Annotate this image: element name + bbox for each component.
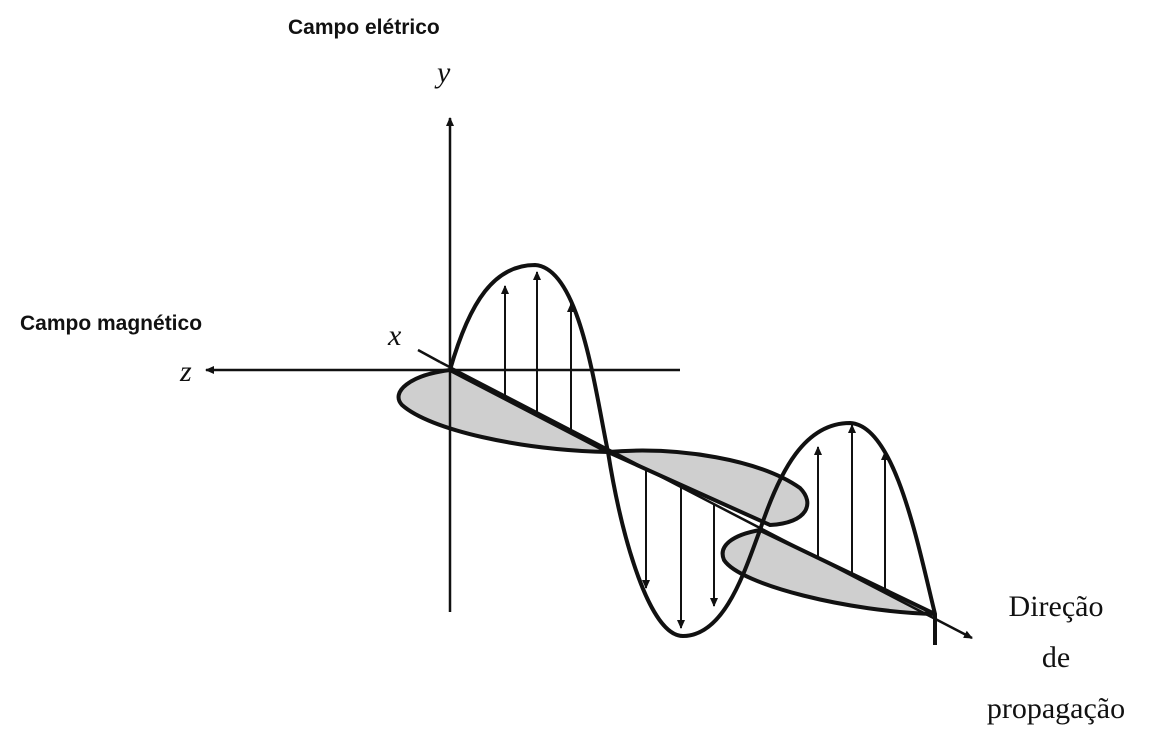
propagation-axis (439, 360, 973, 640)
x-axis-label: x (387, 319, 402, 352)
electric-field-vectors (501, 271, 889, 629)
magnetic-lobe-1 (396, 367, 609, 454)
propagation-label-line3: propagação (987, 692, 1125, 725)
magnetic-lobe-2 (600, 448, 810, 528)
magnetic-lobe-3 (720, 527, 936, 616)
z-axis-label: z (179, 355, 192, 388)
propagation-label-line2: de (1042, 641, 1070, 674)
y-axis-label: y (434, 56, 451, 89)
electric-field-wave (448, 262, 937, 645)
propagation-label-line1: Direção (1009, 590, 1104, 623)
electric-field-label: Campo elétrico (288, 16, 440, 39)
magnetic-field-label: Campo magnético (20, 312, 202, 335)
propagation-axis-tail (417, 348, 441, 364)
